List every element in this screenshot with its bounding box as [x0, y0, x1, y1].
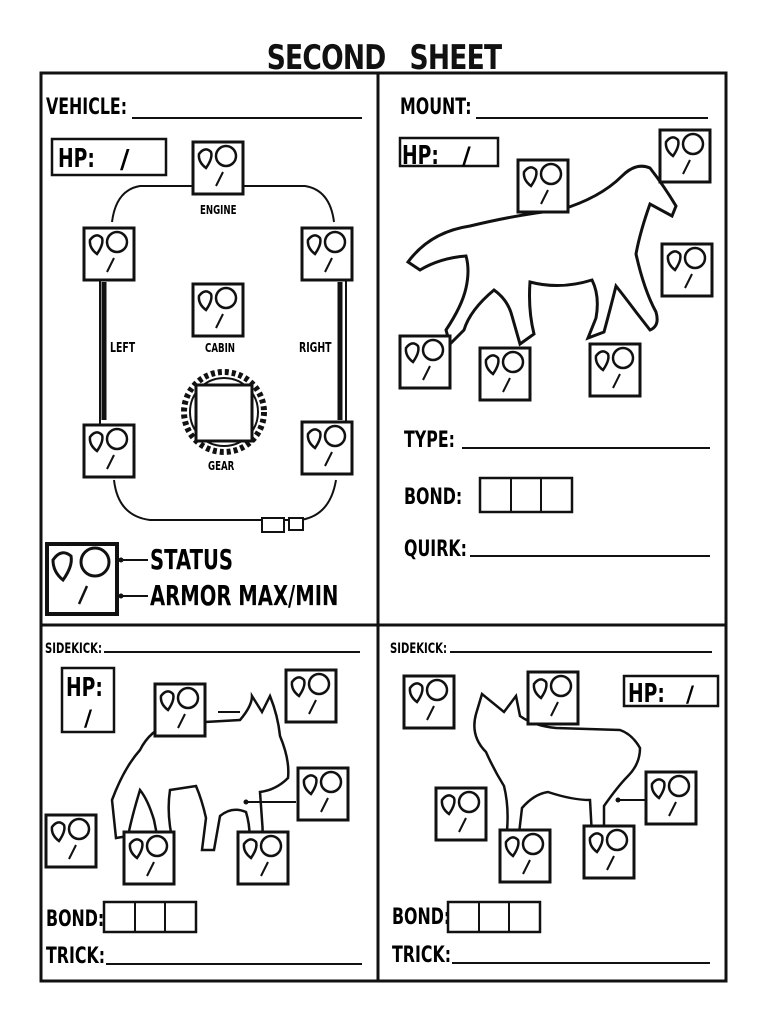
sidekick-right-head-armor-slot[interactable] [402, 674, 456, 730]
sidekick-right-front-leg-armor-slot[interactable] [498, 828, 552, 884]
sidekick-left-hp-separator: / [84, 707, 93, 732]
sidekick-right-bond-track[interactable] [446, 900, 542, 934]
sidekick-right-back-armor-slot[interactable] [526, 670, 580, 726]
legend-status-label: STATUS [150, 544, 233, 576]
sidekick-left-back-armor-slot[interactable] [153, 682, 207, 738]
sidekick-right-hp-box[interactable] [622, 674, 720, 708]
sidekick-right-bond-label: BOND: [392, 903, 450, 929]
sidekick-right-hind-leg-armor-slot[interactable] [582, 824, 636, 880]
sidekick-left-bond-track[interactable] [102, 900, 198, 934]
mount-quirk-label: QUIRK: [404, 535, 467, 561]
mount-bond-track[interactable] [478, 476, 574, 514]
sidekick-left-chest-armor-slot[interactable] [296, 766, 350, 822]
sheet-title: SECOND SHEET [84, 38, 683, 78]
mount-hind-leg-armor-slot[interactable] [478, 346, 532, 402]
sidekick-right-trick-label: TRICK: [392, 941, 451, 967]
sidekick-left-trick-label: TRICK: [46, 942, 105, 968]
sidekick-right-chest-armor-slot[interactable] [434, 786, 488, 842]
sheet-title-word-2: SHEET [409, 38, 503, 78]
wolf-silhouette [473, 691, 642, 844]
gear-label: GEAR [208, 460, 234, 474]
engine-label: ENGINE [200, 204, 237, 218]
right-label: RIGHT [299, 339, 332, 355]
vehicle-hp-box[interactable] [50, 137, 168, 177]
cabin-label: CABIN [205, 342, 235, 356]
vehicle-label: VEHICLE: [46, 93, 127, 119]
sidekick-left-rear-armor-slot[interactable] [44, 813, 98, 869]
sheet-title-word-1: SECOND [266, 38, 387, 78]
sidekick-left-hp-box[interactable] [60, 666, 116, 734]
cabin-armor-slot[interactable] [191, 282, 245, 338]
sidekick-left-label: SIDEKICK: [45, 640, 102, 656]
mount-hp-box[interactable] [398, 136, 500, 168]
sidekick-right-hp-separator: / [686, 683, 695, 708]
mount-rear-leg-armor-slot[interactable] [398, 334, 452, 390]
front-left-armor-slot[interactable] [82, 226, 136, 282]
mount-bond-label: BOND: [404, 483, 462, 509]
gear-slot[interactable] [194, 383, 254, 443]
engine-armor-slot[interactable] [191, 140, 245, 196]
front-right-armor-slot[interactable] [300, 226, 354, 282]
sidekick-right-hp-label: HP: [628, 679, 665, 709]
rear-left-armor-slot[interactable] [82, 423, 136, 479]
left-label: LEFT [110, 339, 135, 355]
mount-head-armor-slot[interactable] [658, 128, 712, 184]
sidekick-left-bond-label: BOND: [46, 905, 104, 931]
sheet-frame [39, 71, 728, 983]
sidekick-left-front-leg-armor-slot[interactable] [236, 830, 290, 886]
sidekick-right-rear-armor-slot[interactable] [644, 770, 698, 826]
mount-label: MOUNT: [400, 93, 472, 119]
mount-chest-armor-slot[interactable] [660, 242, 714, 298]
sidekick-left-head-armor-slot[interactable] [284, 668, 338, 724]
mount-back-armor-slot[interactable] [516, 158, 570, 214]
mount-front-leg-armor-slot[interactable] [588, 342, 642, 398]
legend-armor-slot [45, 542, 119, 616]
mount-hp-separator: / [462, 142, 471, 170]
sidekick-left-hind-leg-armor-slot[interactable] [122, 830, 176, 886]
vehicle-hp-label: HP: [58, 144, 95, 174]
mount-type-label: TYPE: [404, 426, 455, 452]
gear-icon [181, 369, 267, 455]
vehicle-exhaust [261, 517, 285, 533]
sidekick-left-hp-label: HP: [66, 673, 103, 703]
legend-armor-label: ARMOR MAX/MIN [150, 580, 338, 612]
horse-silhouette [405, 164, 678, 347]
sidekick-right-label: SIDEKICK: [390, 640, 447, 656]
rear-right-armor-slot[interactable] [300, 420, 354, 476]
mount-hp-label: HP: [402, 141, 439, 171]
vehicle-hp-separator: / [120, 145, 130, 175]
